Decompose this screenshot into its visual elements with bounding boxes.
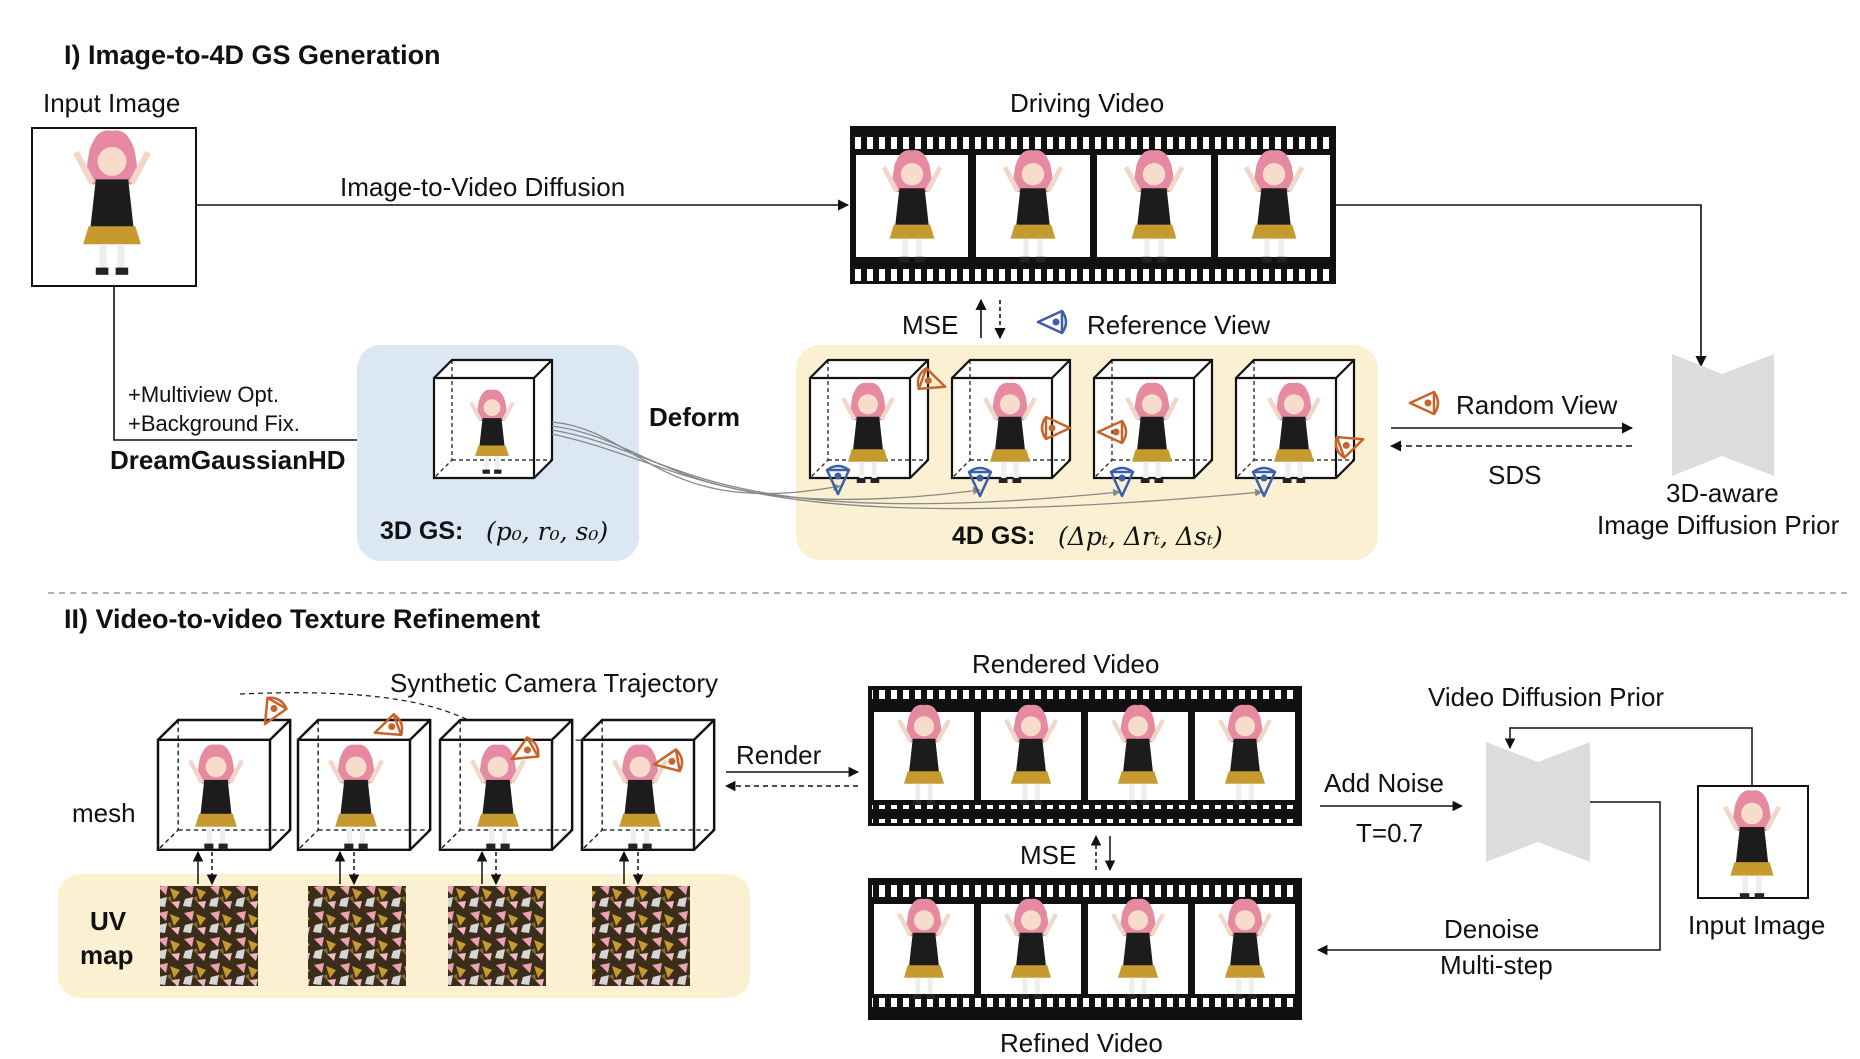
section1-title: I) Image-to-4D GS Generation bbox=[64, 40, 441, 70]
uv-texture-4 bbox=[592, 886, 690, 986]
deform-curves bbox=[551, 421, 1263, 510]
reference-view-label: Reference View bbox=[1087, 310, 1271, 340]
random-view-label: Random View bbox=[1456, 390, 1618, 420]
rendered-video-strip bbox=[868, 686, 1302, 826]
image-diffusion-prior-shape bbox=[1672, 354, 1774, 476]
input-image-box-2 bbox=[1697, 785, 1809, 899]
prior-label-line2: Image Diffusion Prior bbox=[1597, 510, 1840, 540]
gs3d-params: (p₀, r₀, s₀) bbox=[486, 517, 609, 546]
gs3d-label: 3D GS: bbox=[380, 517, 464, 545]
mesh-label: mesh bbox=[72, 798, 136, 828]
mesh-uv-arrows bbox=[192, 850, 644, 886]
background-label: +Background Fix. bbox=[128, 411, 300, 436]
multistep-label: Multi-step bbox=[1440, 950, 1553, 980]
prior-label-line1: 3D-aware bbox=[1666, 478, 1779, 508]
t-value-label: T=0.7 bbox=[1356, 818, 1424, 848]
refined-video-strip bbox=[868, 878, 1302, 1020]
sds-label: SDS bbox=[1488, 460, 1542, 490]
gs4d-panel bbox=[796, 345, 1378, 560]
mse-label: MSE bbox=[902, 310, 959, 340]
video-prior-label: Video Diffusion Prior bbox=[1428, 682, 1665, 712]
input-to-video-prior-arrow bbox=[1504, 727, 1753, 786]
input-image-label: Input Image bbox=[43, 88, 181, 118]
input-image-box bbox=[31, 127, 197, 287]
refined-video-label: Refined Video bbox=[1000, 1028, 1163, 1058]
video-diffusion-prior-shape bbox=[1486, 742, 1590, 862]
driving-video-strip bbox=[850, 126, 1336, 284]
input-to-3dgs-arrow bbox=[113, 286, 438, 446]
uv-texture-1 bbox=[160, 886, 258, 986]
uv-label-line1: UV bbox=[90, 906, 127, 936]
gs4d-params: (Δpₜ, Δrₜ, Δsₜ) bbox=[1058, 522, 1223, 551]
gs4d-label: 4D GS: bbox=[952, 522, 1036, 550]
gs3d-cube bbox=[432, 358, 554, 480]
mesh-cube-4 bbox=[580, 718, 716, 850]
mesh-cube-3 bbox=[438, 718, 574, 850]
uv-texture-2 bbox=[308, 886, 406, 986]
random-view-icon bbox=[1408, 390, 1440, 416]
denoise-label: Denoise bbox=[1444, 914, 1540, 944]
trajectory-label: Synthetic Camera Trajectory bbox=[390, 668, 719, 698]
method-label: DreamGaussianHD bbox=[110, 445, 346, 475]
input-image-label-2: Input Image bbox=[1688, 910, 1826, 940]
gs4d-cube-4 bbox=[1234, 358, 1356, 483]
section2-title: II) Video-to-video Texture Refinement bbox=[64, 604, 541, 634]
driving-to-prior-arrow bbox=[1336, 204, 1707, 368]
gs4d-cube-3 bbox=[1092, 358, 1214, 483]
gs4d-cube-2 bbox=[950, 358, 1072, 483]
mesh-cube-1 bbox=[156, 718, 292, 850]
uv-texture-3 bbox=[448, 886, 546, 986]
driving-video-label: Driving Video bbox=[1010, 88, 1165, 118]
multiview-label: +Multiview Opt. bbox=[128, 382, 279, 407]
mesh-cube-2 bbox=[296, 718, 432, 850]
mse2-label: MSE bbox=[1020, 840, 1077, 870]
i2v-label: Image-to-Video Diffusion bbox=[340, 172, 626, 202]
reference-view-icon bbox=[1036, 309, 1068, 335]
rendered-video-label: Rendered Video bbox=[972, 649, 1160, 679]
render-label: Render bbox=[736, 740, 822, 770]
uv-label-line2: map bbox=[80, 940, 134, 970]
add-noise-label: Add Noise bbox=[1324, 768, 1444, 798]
gs4d-cube-1 bbox=[808, 358, 930, 483]
denoise-arrow bbox=[1316, 801, 1661, 956]
deform-label: Deform bbox=[649, 402, 741, 432]
